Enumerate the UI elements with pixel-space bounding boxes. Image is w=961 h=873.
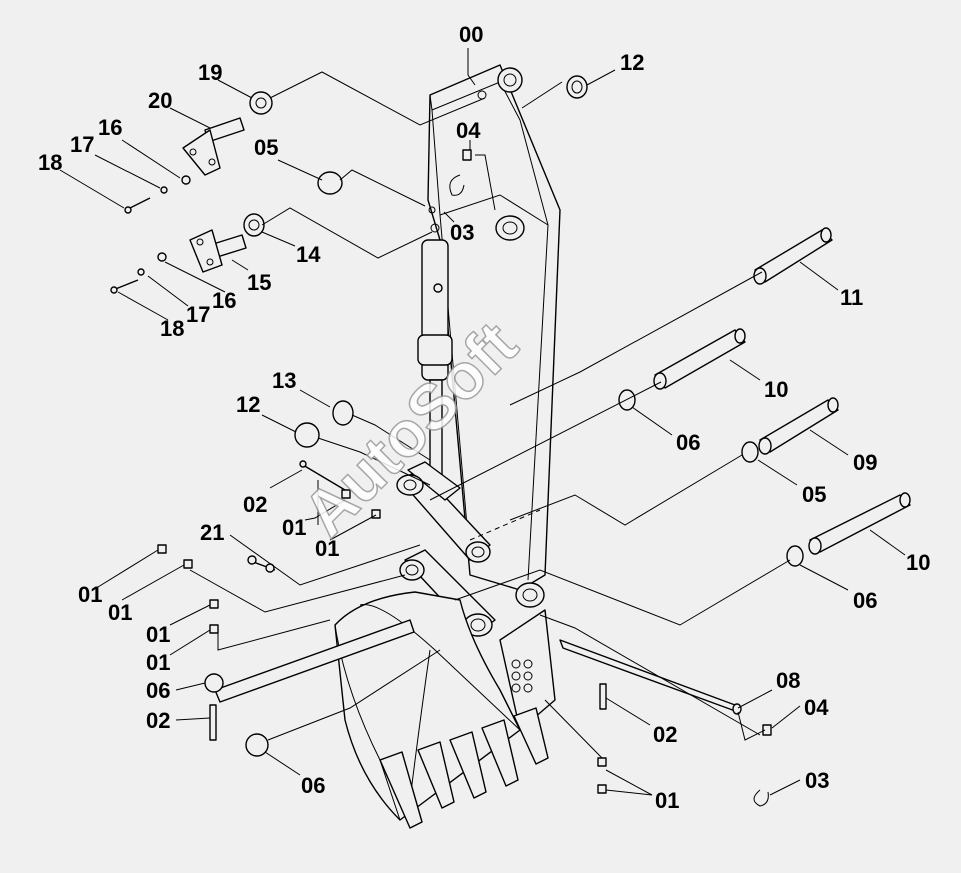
label-02-bottom-left: 02	[146, 708, 170, 733]
label-03-bottom: 03	[805, 768, 829, 793]
label-18-top: 18	[38, 150, 62, 175]
pin-10-lower	[808, 492, 911, 555]
label-15: 15	[247, 270, 271, 295]
bucket-cylinder	[417, 239, 453, 491]
label-12-top: 12	[620, 50, 644, 75]
label-06-left: 06	[146, 678, 170, 703]
label-16-top: 16	[98, 115, 122, 140]
label-01-c: 01	[78, 582, 102, 607]
bucket-teeth	[379, 707, 549, 829]
label-05-top: 05	[254, 135, 278, 160]
label-01-g: 01	[655, 788, 679, 813]
label-17-top: 17	[70, 132, 94, 157]
leader-lines	[59, 48, 906, 796]
label-01-d: 01	[108, 600, 132, 625]
label-05-right: 05	[802, 482, 826, 507]
pin-10-upper	[653, 328, 746, 390]
label-01-b: 01	[315, 536, 339, 561]
pin-06-long	[214, 619, 415, 703]
label-03-top: 03	[450, 220, 474, 245]
label-09: 09	[853, 450, 877, 475]
label-02-bottom-right: 02	[653, 722, 677, 747]
label-06-right-upper: 06	[676, 430, 700, 455]
label-16-mid: 16	[212, 288, 236, 313]
label-02-left: 02	[243, 492, 267, 517]
label-06-bottom: 06	[301, 773, 325, 798]
label-08: 08	[776, 668, 800, 693]
pin-11	[753, 227, 833, 285]
label-13: 13	[272, 368, 296, 393]
label-04-bottom: 04	[804, 695, 829, 720]
label-11: 11	[840, 285, 863, 310]
label-00: 00	[459, 22, 483, 47]
label-20: 20	[148, 88, 172, 113]
label-12-mid: 12	[236, 392, 260, 417]
bucket	[334, 591, 556, 829]
rod-08	[559, 639, 742, 715]
label-18-mid: 18	[160, 316, 184, 341]
pin-09	[758, 397, 839, 455]
label-10-upper: 10	[764, 377, 788, 402]
label-01-e: 01	[146, 622, 170, 647]
label-17-mid: 17	[186, 302, 210, 327]
pin-20	[182, 117, 245, 176]
label-21: 21	[200, 520, 224, 545]
fasteners	[110, 149, 772, 807]
part-labels: 00 12 19 20 04 16 05 17 18 03 14 15 16 1…	[38, 22, 930, 813]
washers	[137, 75, 804, 757]
label-06-right-lower: 06	[853, 588, 877, 613]
label-01-f: 01	[146, 650, 170, 675]
label-01-a: 01	[282, 515, 306, 540]
pin-15	[189, 229, 247, 273]
label-14: 14	[296, 242, 321, 267]
bucket-links	[396, 461, 545, 637]
label-04-top: 04	[456, 118, 481, 143]
label-10-lower: 10	[906, 550, 930, 575]
label-19: 19	[198, 60, 222, 85]
